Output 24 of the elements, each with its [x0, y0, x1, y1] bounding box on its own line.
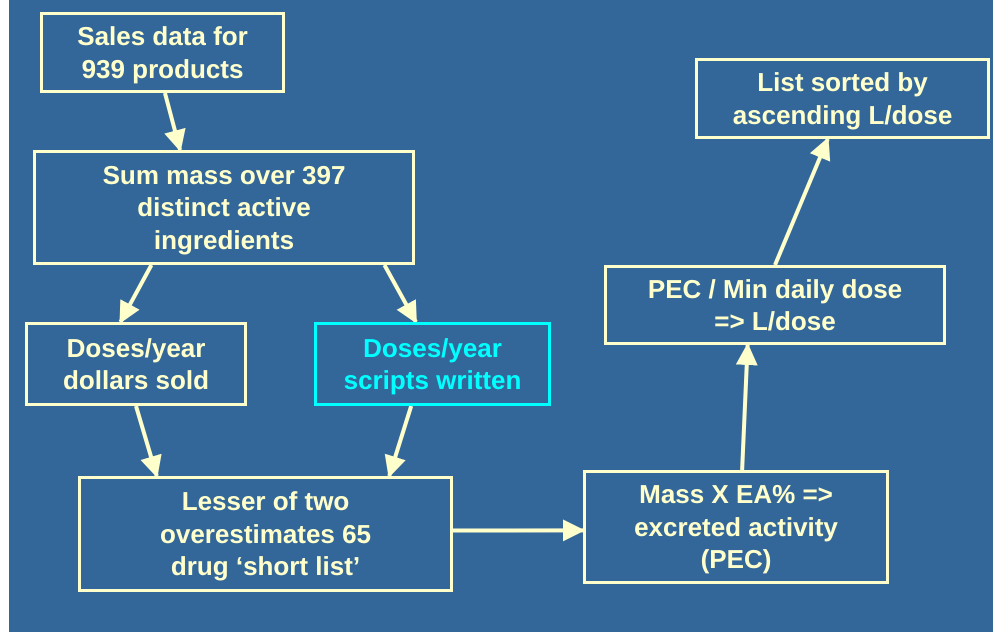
box-text: Sales data for 939 products [76, 20, 249, 85]
arrow [773, 137, 830, 266]
box-text: Mass X EA% => excreted activity (PEC) [633, 478, 839, 576]
arrow [134, 405, 162, 478]
arrow [118, 264, 154, 324]
arrow [382, 264, 418, 324]
box-text: Sum mass over 397 distinct active ingredients [102, 158, 346, 256]
box-text: List sorted by ascending L/dose [732, 66, 954, 131]
process-box [604, 265, 946, 345]
process-box [314, 322, 551, 406]
box-text: Lesser of two overestimates 65 drug ‘short list’ [158, 485, 372, 583]
arrow [384, 405, 414, 478]
process-box [695, 58, 990, 139]
process-box [25, 322, 247, 406]
box-text: Doses/year scripts written [342, 332, 522, 396]
arrow [163, 92, 186, 152]
process-box [78, 476, 453, 592]
process-box [40, 12, 285, 93]
process-box [583, 470, 889, 584]
box-text: Doses/year dollars sold [62, 332, 210, 396]
box-text: PEC / Min daily dose => L/dose [646, 272, 904, 338]
arrow [736, 343, 758, 470]
process-box [33, 150, 415, 265]
arrow [453, 519, 585, 542]
